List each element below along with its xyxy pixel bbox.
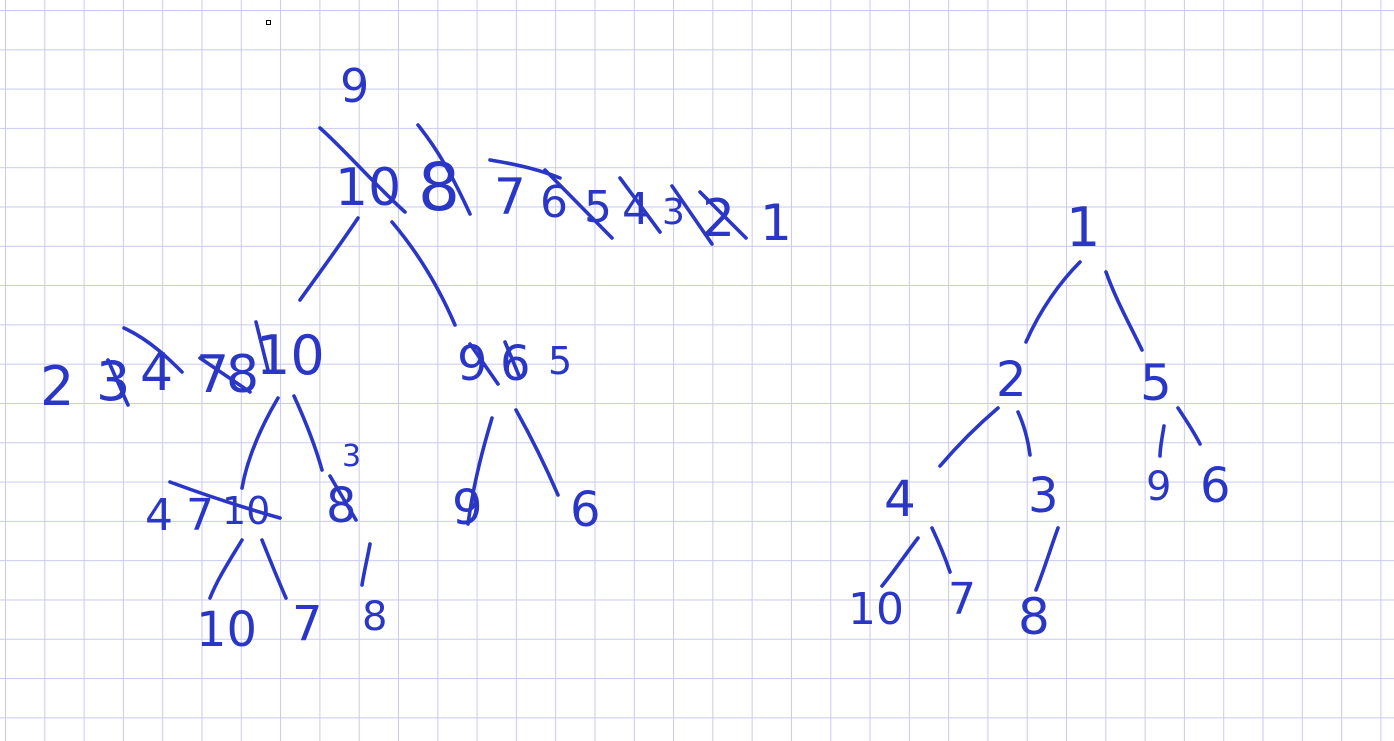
rt-ll-right: 7 bbox=[948, 574, 976, 625]
lt-lrl: 8 bbox=[362, 594, 387, 640]
lt-root-seq-7: 3 bbox=[662, 192, 685, 233]
rt-edge-root-left bbox=[1024, 260, 1082, 344]
lt-lc-seq-5: 10 bbox=[256, 324, 325, 387]
left-tree-strokes bbox=[106, 123, 748, 600]
lt-rr: 6 bbox=[570, 482, 601, 538]
lt-lc-seq-4: 8 bbox=[226, 345, 259, 405]
lt-edge-ll-left bbox=[208, 538, 244, 600]
rt-right: 5 bbox=[1140, 354, 1172, 412]
rt-left-left: 4 bbox=[884, 470, 916, 528]
strike-8b bbox=[254, 320, 270, 372]
rt-root: 1 bbox=[1066, 196, 1100, 259]
rt-edge-left-right bbox=[1016, 410, 1032, 457]
rt-left-right: 3 bbox=[1028, 468, 1059, 524]
lt-ll-seq-0: 4 bbox=[145, 490, 173, 541]
lt-rc-seq-2: 5 bbox=[548, 339, 572, 383]
strike-ll bbox=[168, 480, 282, 520]
lt-edge-rc-right bbox=[514, 408, 560, 497]
rt-edge-ll-right bbox=[930, 526, 952, 574]
lt-edge-ll-right bbox=[260, 538, 288, 600]
strike-3 bbox=[670, 184, 714, 246]
lt-edge-rc-left bbox=[466, 416, 494, 526]
lt-root-seq-2: 8 bbox=[418, 149, 460, 226]
lt-edge-lr-left bbox=[360, 542, 372, 587]
rt-right-right: 6 bbox=[1200, 458, 1231, 514]
lt-edge-root-left bbox=[298, 216, 360, 302]
lt-root-seq-3: 7 bbox=[494, 168, 526, 226]
lt-ll-seq-2: 10 bbox=[222, 489, 270, 533]
right-tree-edges bbox=[880, 260, 1202, 592]
strike-2 bbox=[698, 190, 748, 240]
cursor-marker bbox=[266, 20, 271, 25]
left-tree: 9 10 8 7 6 5 4 3 2 1 2 3 4 7 8 10 9 6 5 … bbox=[40, 59, 792, 658]
rt-edge-right-left bbox=[1158, 424, 1166, 458]
strike-4b bbox=[122, 326, 184, 374]
strike-4 bbox=[618, 176, 662, 234]
lt-root-seq-0: 9 bbox=[340, 59, 369, 113]
strike-lr bbox=[328, 474, 358, 522]
rt-edge-left-left bbox=[938, 406, 1000, 468]
lt-root-seq-9: 1 bbox=[760, 194, 792, 252]
rt-ll-left: 10 bbox=[848, 584, 904, 635]
lt-rl: 9 bbox=[452, 480, 483, 536]
lt-lc-seq-2: 4 bbox=[140, 343, 173, 403]
strike-7 bbox=[488, 158, 562, 180]
strike-root-10 bbox=[318, 126, 407, 214]
lt-lc-seq-1: 3 bbox=[96, 350, 130, 413]
lt-lc-seq-0: 2 bbox=[40, 355, 74, 418]
right-tree: 1 2 5 4 3 9 6 10 7 8 bbox=[848, 196, 1231, 646]
rt-edge-right-right bbox=[1176, 406, 1202, 446]
lt-edge-lc-right bbox=[292, 394, 324, 472]
rt-lr-left: 8 bbox=[1018, 588, 1050, 646]
lt-root-seq-1: 10 bbox=[335, 158, 401, 218]
strike-65 bbox=[543, 168, 614, 240]
lt-lr-upper: 3 bbox=[342, 439, 361, 474]
strike-9b bbox=[468, 342, 500, 386]
lt-ll-seq-1: 7 bbox=[186, 490, 214, 541]
lt-edge-root-right bbox=[390, 220, 457, 327]
rt-edge-lr-left bbox=[1034, 526, 1060, 592]
lt-lr: 8 bbox=[326, 478, 357, 534]
strike-6b bbox=[503, 340, 522, 380]
rt-left: 2 bbox=[996, 352, 1027, 408]
rt-edge-root-right bbox=[1104, 270, 1144, 352]
lt-llr: 7 bbox=[292, 596, 323, 652]
rt-edge-ll-left bbox=[880, 536, 920, 588]
strike-3b bbox=[106, 358, 130, 407]
lt-root-seq-6: 4 bbox=[622, 184, 650, 235]
lt-edge-lc-left bbox=[240, 396, 280, 490]
rt-right-left: 9 bbox=[1146, 464, 1171, 510]
lt-root-seq-4: 6 bbox=[540, 177, 568, 228]
strike-7b bbox=[198, 356, 252, 394]
strike-root-8 bbox=[416, 123, 472, 216]
lt-lll: 10 bbox=[196, 602, 257, 658]
